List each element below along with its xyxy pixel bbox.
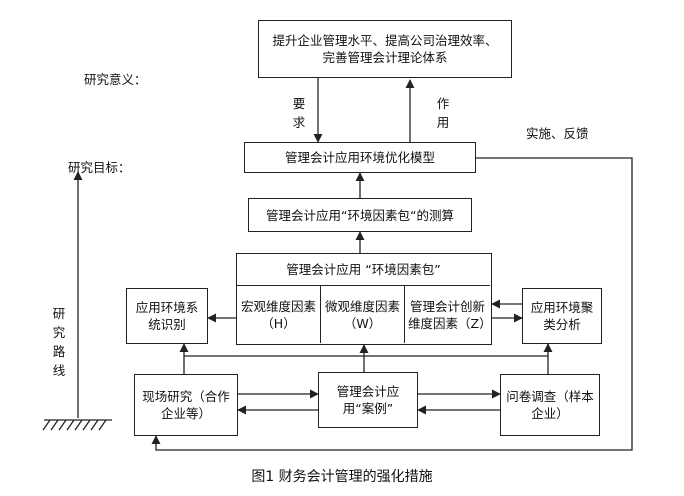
top-goal-line2: 完善管理会计理论体系 [322,50,448,65]
feedback-loop [151,157,633,451]
optimization-model-box: 管理会计应用环境优化模型 [244,142,476,173]
feedback-label: 实施、反馈 [526,126,589,141]
require-label: 要求 [292,96,306,130]
effect-label: 作用 [436,96,450,130]
research-path-label: 研究路线 [52,306,66,378]
top-goal-box: 提升企业管理水平、提高公司治理效率、 完善管理会计理论体系 [258,20,512,78]
field-research-box: 现场研究（合作企业等） [134,374,238,436]
research-goal-label: 研究目标： [68,160,131,175]
cluster-analysis-box: 应用环境聚类分析 [522,288,602,344]
factor-package-measure-box: 管理会计应用“环境因素包“的测算 [248,198,472,232]
top-goal-line1: 提升企业管理水平、提高公司治理效率、 [272,33,498,48]
micro-dimension-cell: 微观维度因素（W） [321,286,405,343]
figure-caption: 图1 财务会计管理的强化措施 [251,469,433,485]
research-significance-label: 研究意义： [84,72,147,87]
case-box: 管理会计应用“案例” [318,372,418,428]
macro-dimension-cell: 宏观维度因素（H） [237,286,321,343]
innovation-dimension-cell: 管理会计创新维度因素（Z） [408,298,492,331]
survey-box: 问卷调查（样本企业） [500,374,600,436]
factor-package-box: 管理会计应用 “环境因素包” 宏观维度因素（H） 微观维度因素（W） 管理会计创… [236,253,492,345]
factor-package-header: 管理会计应用 “环境因素包” [237,254,490,286]
system-identification-box: 应用环境系统识别 [126,288,208,344]
